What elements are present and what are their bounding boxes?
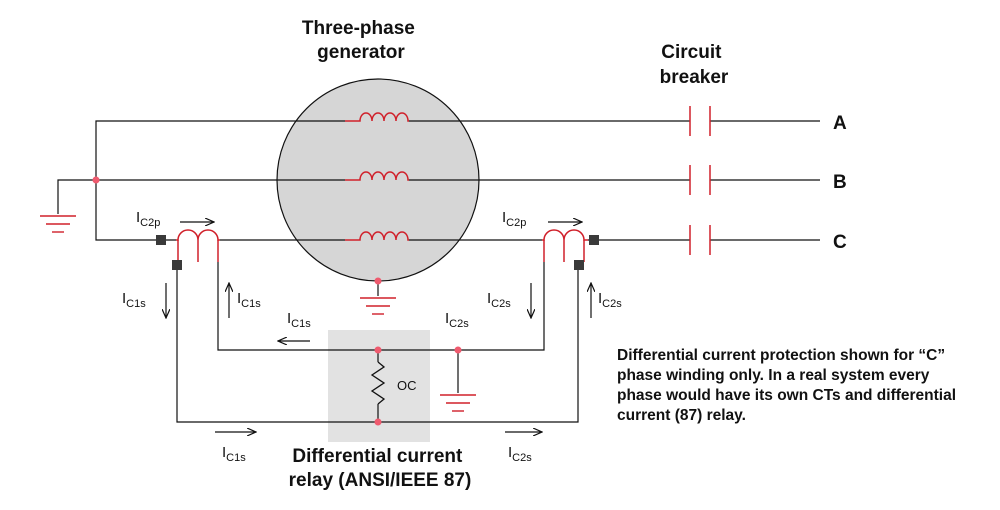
- phase-label-b: B: [833, 172, 847, 193]
- circuit-breaker-contacts: [689, 106, 711, 255]
- right-current-transformer: [542, 229, 588, 262]
- generator-winding-a: [345, 112, 409, 122]
- ct-polarity-marker-left-secondary: [172, 260, 182, 270]
- secondary-ground: [440, 346, 476, 412]
- label-ic2p-left: IC2p: [136, 209, 160, 229]
- label-ic2s-right-inner: IC2s: [487, 290, 511, 310]
- label-ic1s-mid: IC1s: [287, 310, 311, 330]
- label-ic2s-mid: IC2s: [445, 310, 469, 330]
- relay-oc-element: [370, 346, 386, 426]
- label-ic1s-bottom: IC1s: [222, 444, 246, 464]
- breaker-title: Circuit breaker: [660, 42, 729, 88]
- phase-label-c: C: [833, 232, 847, 253]
- label-ic1s-left-outer: IC1s: [122, 290, 146, 310]
- relay-element-label: OC: [397, 378, 417, 393]
- ct-polarity-marker-right-primary: [589, 235, 599, 245]
- generator-winding-b: [345, 171, 409, 181]
- phase-label-a: A: [833, 113, 847, 134]
- left-current-transformer: [176, 229, 220, 262]
- label-ic2p-right: IC2p: [502, 209, 526, 229]
- relay-title: Differential current relay (ANSI/IEEE 87…: [289, 446, 472, 491]
- generator-winding-c: [345, 231, 409, 241]
- generator-ground: [360, 277, 396, 315]
- ct-polarity-marker-right-secondary: [574, 260, 584, 270]
- neutral-ground-left: [40, 176, 100, 233]
- explanatory-note: Differential current protection shown fo…: [617, 347, 957, 424]
- phase-a-line: [95, 120, 820, 180]
- label-ic2s-right-outer: IC2s: [598, 290, 622, 310]
- label-ic1s-left-inner: IC1s: [237, 290, 261, 310]
- ct-polarity-marker-left-primary: [156, 235, 166, 245]
- phase-c-line: [95, 180, 820, 241]
- label-ic2s-bottom: IC2s: [508, 444, 532, 464]
- current-arrows: [166, 222, 591, 432]
- generator-title: Three-phase generator: [302, 18, 420, 63]
